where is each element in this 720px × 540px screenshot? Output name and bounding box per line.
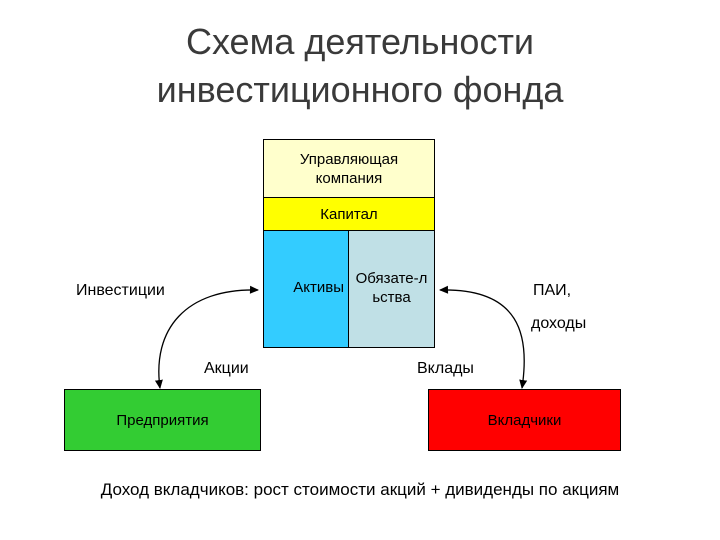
management-company-box: Управляющая компания <box>263 139 435 198</box>
depositors-label: Вкладчики <box>487 411 562 429</box>
investments-arrow <box>154 285 259 389</box>
deposits-label: Вклады <box>417 360 474 377</box>
capital-label: Капитал <box>320 205 378 223</box>
shares-label: Акции <box>204 360 249 377</box>
enterprises-box: Предприятия <box>64 389 261 451</box>
liabilities-box: Обязате-льства <box>348 230 435 348</box>
investments-label: Инвестиции <box>76 282 165 299</box>
units-label: ПАИ, <box>533 282 572 299</box>
assets-box: Активы <box>263 230 349 348</box>
depositors-box: Вкладчики <box>428 389 621 451</box>
footer-note: Доход вкладчиков: рост стоимости акций +… <box>100 480 620 499</box>
enterprises-label: Предприятия <box>116 411 209 429</box>
deposits-arrow <box>439 285 528 389</box>
assets-label: Активы <box>293 278 344 296</box>
income-label: доходы <box>531 315 587 332</box>
management-company-label: Управляющая компания <box>299 150 399 187</box>
diagram-title-line2: инвестиционного фонда <box>156 69 564 110</box>
liabilities-label: Обязате-льства <box>355 270 428 306</box>
diagram-title-line1: Схема деятельности <box>185 21 535 62</box>
